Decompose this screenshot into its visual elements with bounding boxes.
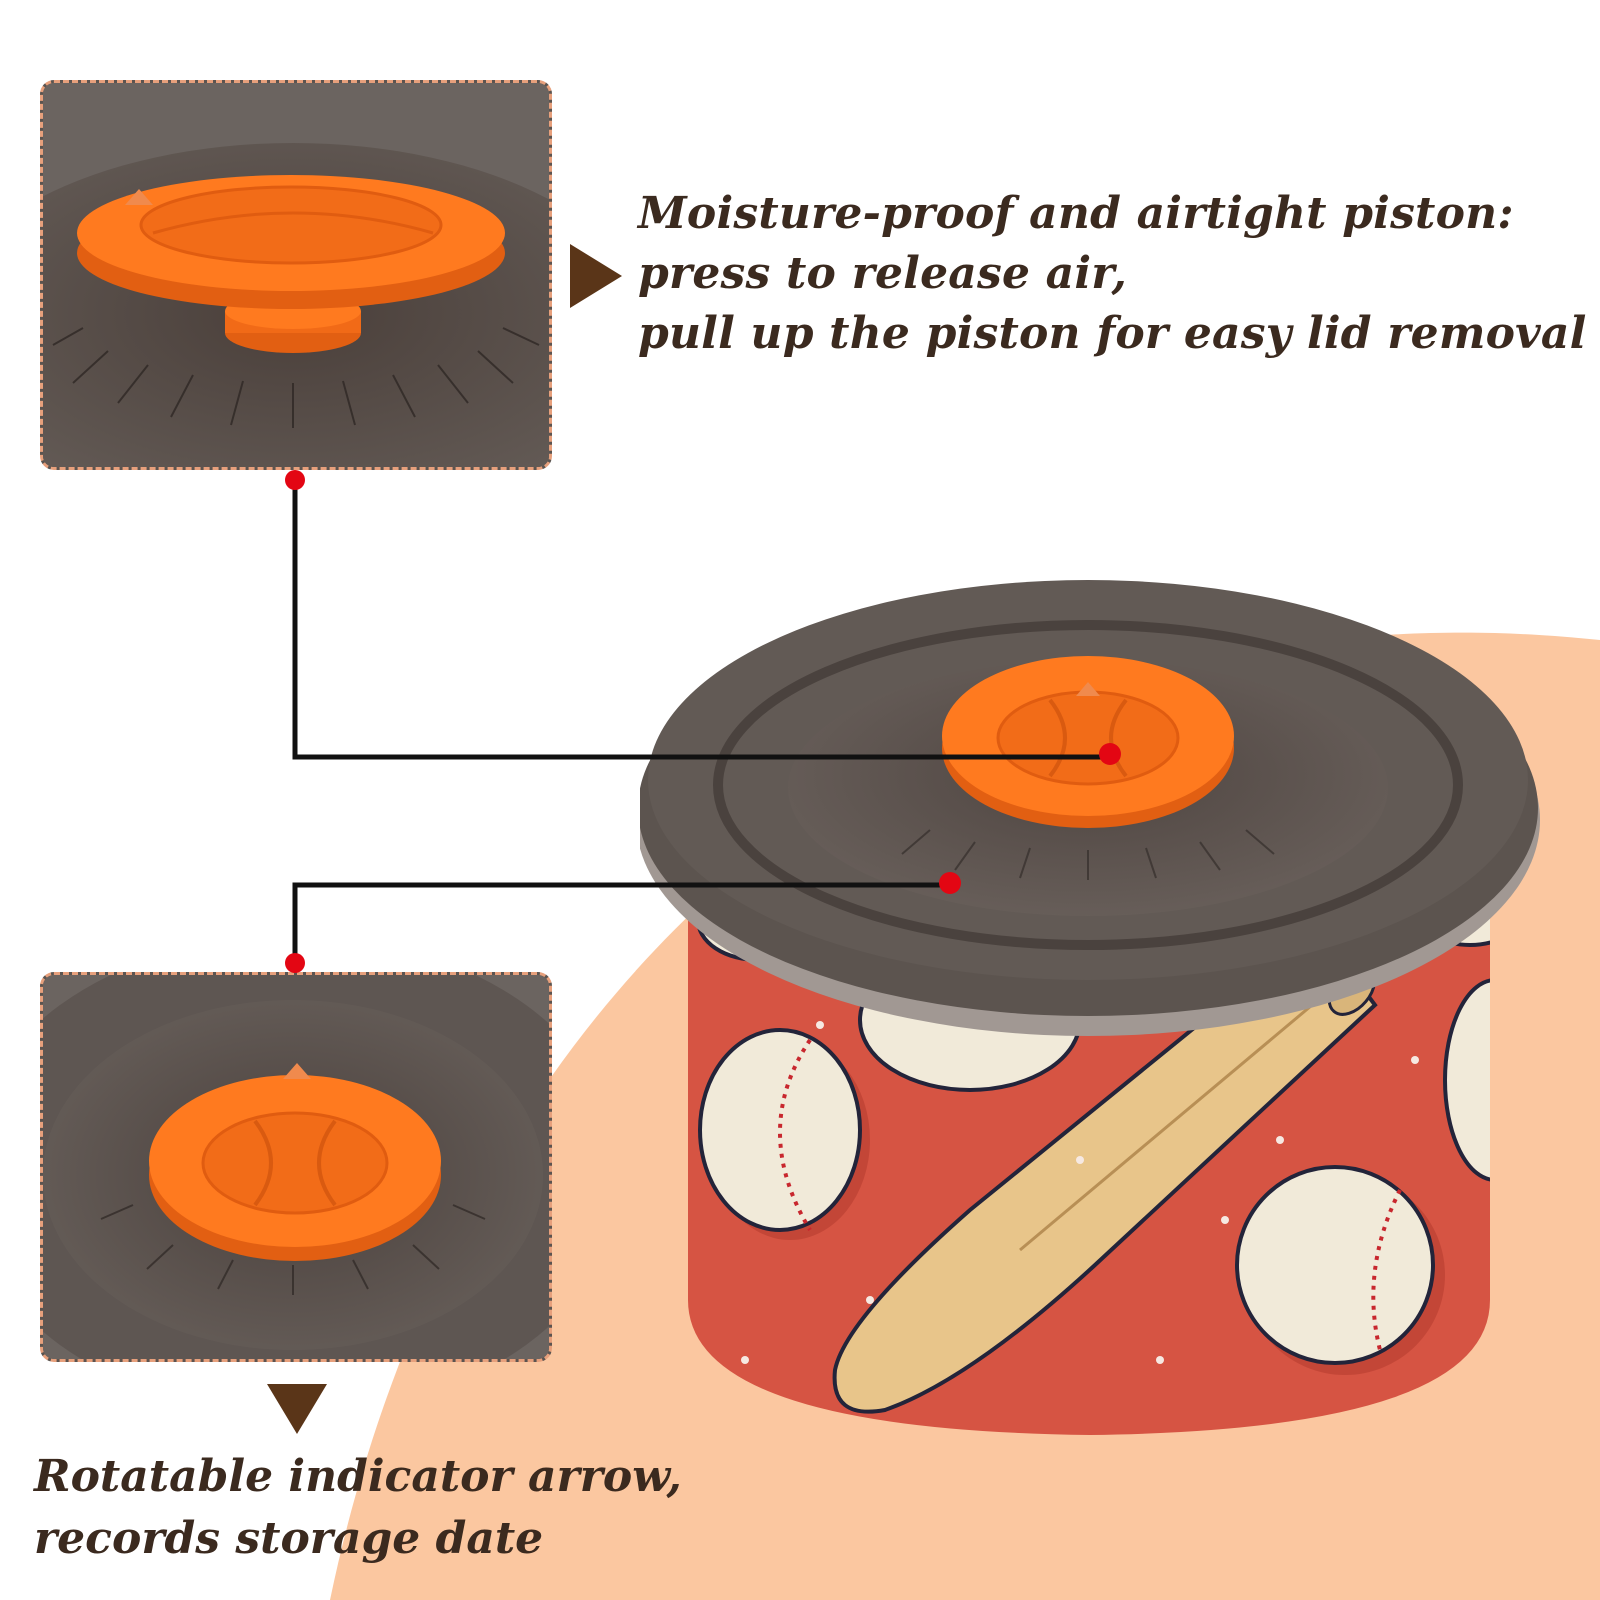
indicator-caption-line-2: records storage date	[34, 1512, 544, 1564]
piston-closeup-inset	[40, 80, 552, 470]
triangle-down-icon	[267, 1384, 327, 1434]
indicator-closeup-image	[43, 975, 549, 1359]
piston-caption: Moisture-proof and airtight piston: pres…	[638, 184, 1587, 363]
piston-caption-line-1: Moisture-proof and airtight piston:	[638, 188, 1514, 239]
triangle-right-icon	[570, 244, 622, 308]
piston-caption-line-3: pull up the piston for easy lid removal	[638, 307, 1587, 359]
indicator-caption: Rotatable indicator arrow, records stora…	[34, 1446, 682, 1569]
piston-caption-line-2: press to release air,	[638, 247, 1127, 299]
indicator-arrow-icon	[283, 1063, 311, 1079]
indicator-caption-line-1: Rotatable indicator arrow,	[34, 1451, 682, 1502]
piston-closeup-image	[43, 83, 549, 467]
indicator-closeup-inset	[40, 972, 552, 1362]
food-container-image	[640, 580, 1540, 1435]
